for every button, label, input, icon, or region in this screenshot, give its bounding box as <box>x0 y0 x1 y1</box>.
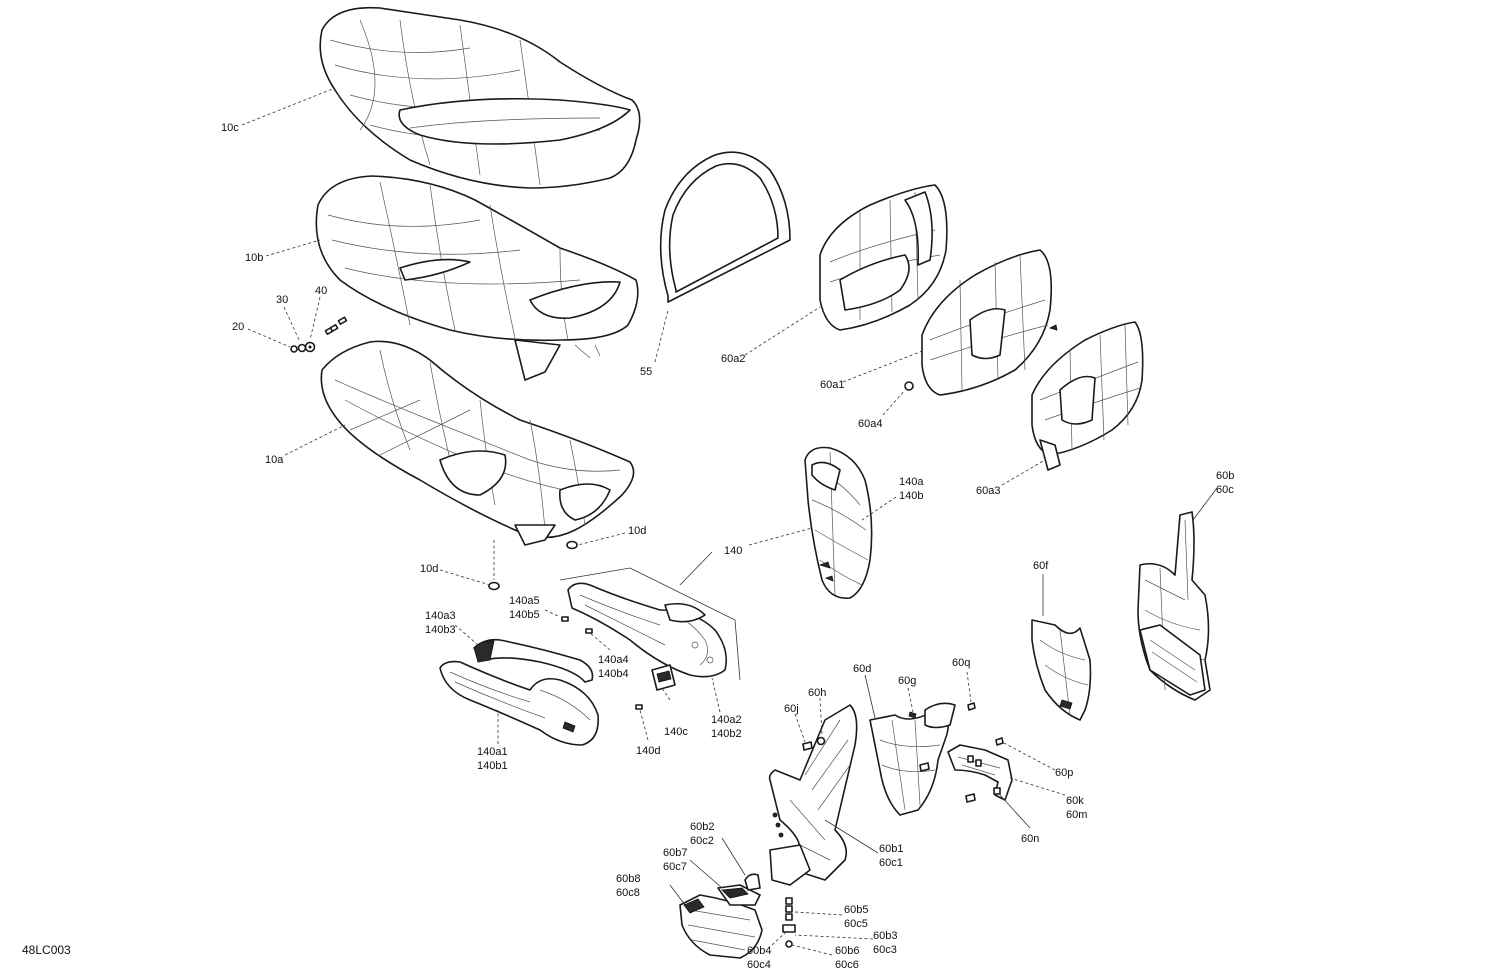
callout-60k[interactable]: 60k <box>1066 795 1084 807</box>
bolt-60d[interactable] <box>919 762 930 772</box>
leader-lines <box>241 87 1218 956</box>
callout-140a2[interactable]: 140a2 <box>711 714 742 726</box>
callout-60c[interactable]: 60c <box>1216 484 1234 496</box>
part-60b1-frame[interactable] <box>768 704 858 886</box>
callout-60c8[interactable]: 60c8 <box>616 887 640 899</box>
callout-140a5[interactable]: 140a5 <box>509 595 540 607</box>
callout-140b5[interactable]: 140b5 <box>509 609 540 621</box>
part-140-armrest-frame[interactable] <box>567 582 728 678</box>
callout-60b[interactable]: 60b <box>1216 470 1234 482</box>
callout-60j[interactable]: 60j <box>784 703 799 715</box>
parts-60b5-60b3-spring-set[interactable] <box>782 897 796 948</box>
part-60a4-clip[interactable] <box>904 381 914 391</box>
callout-140c[interactable]: 140c <box>664 726 688 738</box>
callout-60c7[interactable]: 60c7 <box>663 861 687 873</box>
part-60b8-cover[interactable] <box>679 894 763 959</box>
callout-140[interactable]: 140 <box>724 545 742 557</box>
part-140-armrest[interactable] <box>804 446 873 599</box>
callout-60b5[interactable]: 60b5 <box>844 904 868 916</box>
callout-140b1[interactable]: 140b1 <box>477 760 508 772</box>
part-60k-60m-bracket[interactable] <box>947 744 1013 801</box>
callout-60c2[interactable]: 60c2 <box>690 835 714 847</box>
part-55-seal[interactable] <box>659 151 791 303</box>
callout-140a[interactable]: 140a <box>899 476 924 488</box>
callout-60c4[interactable]: 60c4 <box>747 959 771 971</box>
bolt-60n-a[interactable] <box>965 793 976 803</box>
callout-140b2[interactable]: 140b2 <box>711 728 742 740</box>
callout-140b3[interactable]: 140b3 <box>425 624 456 636</box>
screws-140a5-140a4[interactable] <box>561 616 593 634</box>
callout-55[interactable]: 55 <box>640 366 652 378</box>
bolt-60q[interactable] <box>967 702 976 711</box>
callout-140b[interactable]: 140b <box>899 490 923 502</box>
callout-140a1[interactable]: 140a1 <box>477 746 508 758</box>
callout-60b8[interactable]: 60b8 <box>616 873 640 885</box>
callout-60m[interactable]: 60m <box>1066 809 1087 821</box>
callout-60b2[interactable]: 60b2 <box>690 821 714 833</box>
callout-140b4[interactable]: 140b4 <box>598 668 629 680</box>
part-60a3-backrest-shell[interactable] <box>1031 321 1144 471</box>
part-10b-seat[interactable] <box>315 175 639 381</box>
part-140d-screw[interactable] <box>635 704 643 710</box>
callout-60b7[interactable]: 60b7 <box>663 847 687 859</box>
callout-60f[interactable]: 60f <box>1033 560 1049 572</box>
callout-30[interactable]: 30 <box>276 294 288 306</box>
callout-60p[interactable]: 60p <box>1055 767 1073 779</box>
callout-60c5[interactable]: 60c5 <box>844 918 868 930</box>
callout-60g[interactable]: 60g <box>898 675 916 687</box>
bolt-60p[interactable] <box>995 737 1004 746</box>
callout-60b3[interactable]: 60b3 <box>873 930 897 942</box>
callout-10a[interactable]: 10a <box>265 454 284 466</box>
hardware-20-30-40[interactable] <box>290 316 348 353</box>
callout-20[interactable]: 20 <box>232 321 244 333</box>
part-60d-60g-bracket[interactable] <box>869 702 956 816</box>
callout-60n[interactable]: 60n <box>1021 833 1039 845</box>
callout-60a2[interactable]: 60a2 <box>721 353 745 365</box>
callout-60a1[interactable]: 60a1 <box>820 379 844 391</box>
callout-60c3[interactable]: 60c3 <box>873 944 897 956</box>
callout-60a4[interactable]: 60a4 <box>858 418 882 430</box>
backrest-fastener[interactable] <box>1048 324 1058 331</box>
part-140a3-handle-bar[interactable] <box>473 638 594 683</box>
part-60a1-backrest[interactable] <box>921 249 1053 396</box>
part-60b-60c-bracket[interactable] <box>1137 511 1211 701</box>
callout-140a4[interactable]: 140a4 <box>598 654 629 666</box>
part-10c-seat-cover[interactable] <box>319 6 641 189</box>
callout-60a3[interactable]: 60a3 <box>976 485 1000 497</box>
group-bracket-140 <box>559 567 741 681</box>
callout-60d[interactable]: 60d <box>853 663 871 675</box>
callout-60b6[interactable]: 60b6 <box>835 945 859 957</box>
part-60a2-backrest-cover[interactable] <box>819 184 948 331</box>
callout-140a3[interactable]: 140a3 <box>425 610 456 622</box>
callout-10d-lower[interactable]: 10d <box>420 563 438 575</box>
callout-60c1[interactable]: 60c1 <box>879 857 903 869</box>
callout-60b4[interactable]: 60b4 <box>747 945 771 957</box>
callout-140d[interactable]: 140d <box>636 745 660 757</box>
callout-10c[interactable]: 10c <box>221 122 239 134</box>
part-140a1-side-cover[interactable] <box>439 660 599 746</box>
callout-60c6[interactable]: 60c6 <box>835 959 859 971</box>
callout-60q[interactable]: 60q <box>952 657 970 669</box>
grommets-10d[interactable] <box>488 540 578 591</box>
bolt-60n-b[interactable] <box>993 787 1001 795</box>
part-140c-cap[interactable] <box>651 664 676 691</box>
bolts-60h-60j[interactable] <box>802 736 826 751</box>
part-10a-seat-base[interactable] <box>320 340 635 546</box>
callout-40[interactable]: 40 <box>315 285 327 297</box>
part-60b2-clip[interactable] <box>744 873 761 891</box>
callout-10d-upper[interactable]: 10d <box>628 525 646 537</box>
callout-10b[interactable]: 10b <box>245 252 263 264</box>
part-60f-side-panel[interactable] <box>1031 619 1092 721</box>
callout-60h[interactable]: 60h <box>808 687 826 699</box>
callout-labels: 10c 10b 30 40 20 10a 10d 10d 55 60a2 60a… <box>221 122 1234 971</box>
callout-60b1[interactable]: 60b1 <box>879 843 903 855</box>
diagram-code: 48LC003 <box>22 943 71 957</box>
